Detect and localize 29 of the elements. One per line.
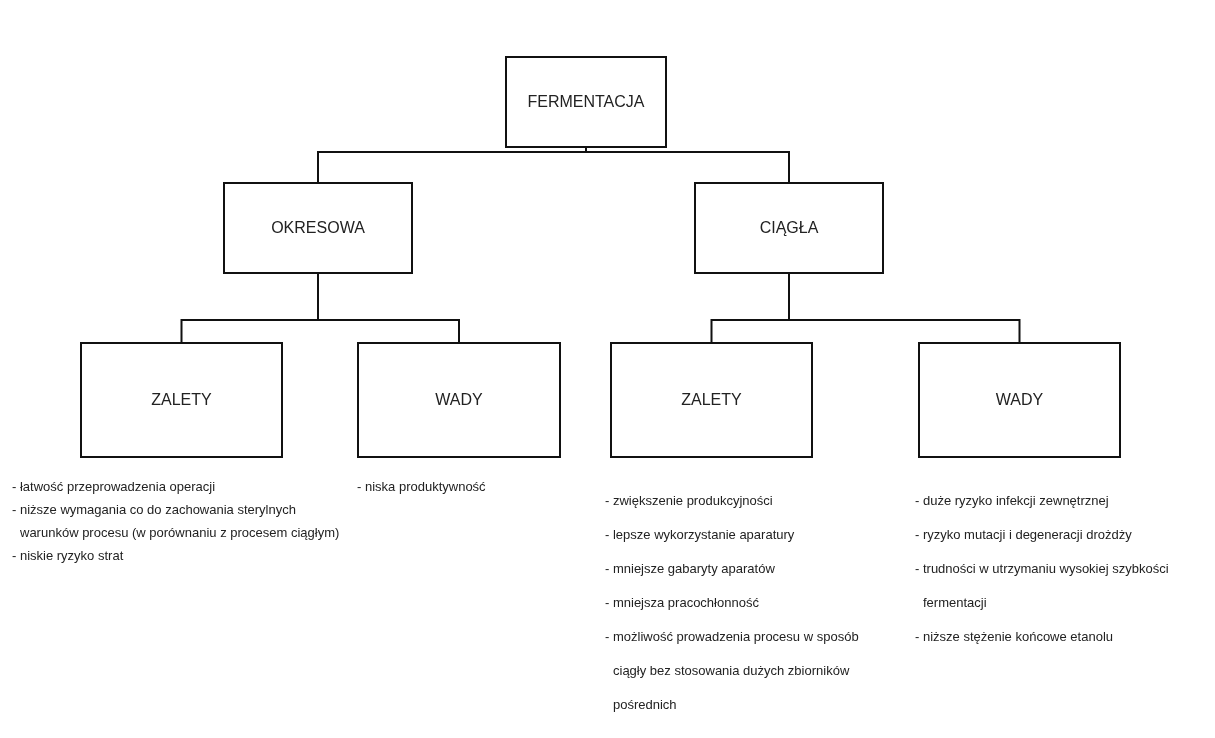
list-item: - mniejsza pracochłonność (605, 594, 760, 612)
box-label: WADY (995, 391, 1044, 409)
connector-line (317, 273, 460, 343)
list-item: - lepsze wykorzystanie aparatury (605, 526, 796, 544)
category-box (918, 342, 1121, 458)
box-label: WADY (435, 391, 483, 409)
list-item: - niższe stężenie końcowe etanolu (915, 628, 1114, 646)
list-item: - mniejsze gabaryty aparatów (605, 560, 776, 578)
box-label: ZALETY (151, 391, 212, 409)
list-item: - trudności w utrzymaniu wysokiej szybkości fermentacji (915, 560, 1170, 612)
list-item: - niska produktywność (357, 478, 487, 496)
category-box (357, 342, 561, 458)
box-label: OKRESOWA (271, 219, 365, 237)
list-item: - łatwość przeprowadzenia operacji (12, 478, 217, 496)
list-item: - niskie ryzyko strat (12, 547, 125, 565)
box-label: CIĄGŁA (759, 219, 819, 237)
list-item: - możliwość prowadzenia procesu w sposób ciągły bez stosowania dużych zbiorników pośrednich (605, 628, 860, 714)
box-label: FERMENTACJA (527, 93, 645, 111)
list-item: - ryzyko mutacji i degeneracji drożdży (915, 526, 1133, 544)
list-item: - duże ryzyko infekcji zewnętrznej (915, 492, 1110, 510)
category-box (223, 182, 413, 274)
list-item: - zwiększenie produkcyjności (605, 492, 774, 510)
category-box (610, 342, 813, 458)
category-box (694, 182, 884, 274)
category-box (505, 56, 667, 148)
list-item: - niższe wymagania co do zachowania sterylnych warunków procesu (w porównaniu z procesem ciągłym) (12, 501, 341, 542)
connector-line (788, 273, 1021, 343)
box-label: ZALETY (681, 391, 742, 409)
category-box (80, 342, 283, 458)
